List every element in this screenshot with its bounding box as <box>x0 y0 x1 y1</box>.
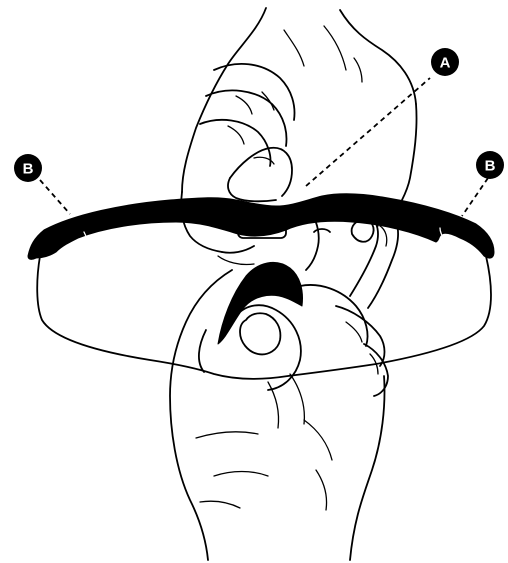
callout-b-right: B <box>476 151 504 179</box>
callout-a-badge <box>431 48 459 76</box>
callout-a-label: A <box>440 55 451 72</box>
callout-b-left-label: B <box>23 161 34 178</box>
nose-pad-clip <box>237 225 287 239</box>
callout-a: A <box>431 48 459 76</box>
lower-hand <box>169 261 389 561</box>
leader-b-right <box>461 177 489 217</box>
callout-b-right-badge <box>476 151 504 179</box>
callout-b-left-badge <box>14 154 42 182</box>
callout-b-right-label: B <box>485 158 496 175</box>
leader-b-left <box>39 179 71 215</box>
upper-hand <box>180 7 418 309</box>
leader-a <box>305 77 431 187</box>
callout-b-left: B <box>14 154 42 182</box>
callout-leaders <box>39 77 489 217</box>
lens <box>36 255 492 380</box>
